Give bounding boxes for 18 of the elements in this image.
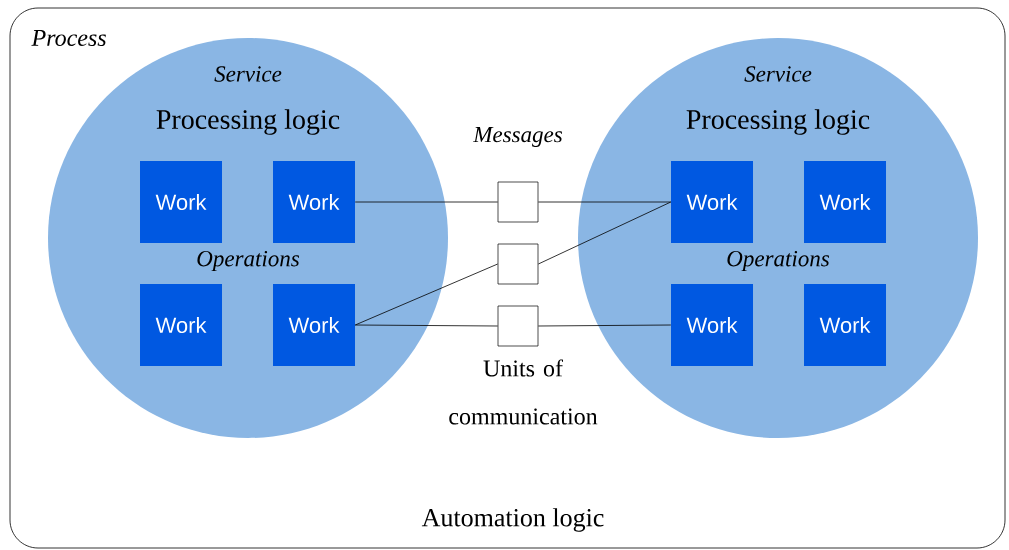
connector-line [537, 201, 672, 265]
work-box: Work [273, 161, 355, 243]
connector-line [354, 324, 499, 327]
work-box: Work [140, 284, 222, 366]
work-box: Work [671, 284, 753, 366]
work-box: Work [140, 161, 222, 243]
message-box [497, 181, 539, 223]
connector-line [537, 324, 672, 327]
connector-line [537, 201, 672, 203]
work-box: Work [804, 284, 886, 366]
work-box: Work [671, 161, 753, 243]
connector-line [354, 201, 499, 203]
connector-line [354, 263, 499, 326]
message-box [497, 305, 539, 347]
work-box: Work [804, 161, 886, 243]
caption-text: Messages [473, 127, 562, 147]
message-box [497, 243, 539, 285]
work-box: Work [273, 284, 355, 366]
